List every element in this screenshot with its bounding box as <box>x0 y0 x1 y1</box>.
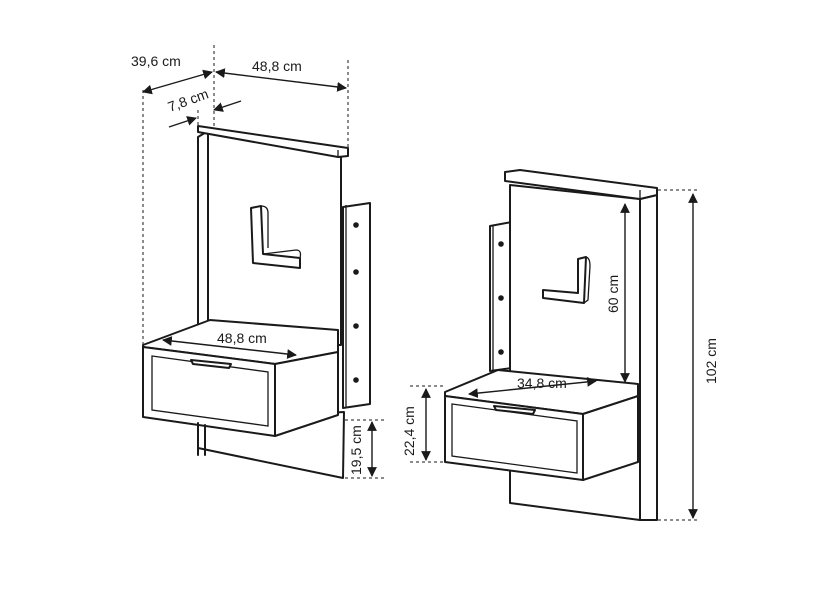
right-guides <box>410 189 700 521</box>
panel-depth-label: 7,8 cm <box>166 85 211 114</box>
panel-height-label: 60 cm <box>605 275 621 313</box>
left-dimension-lines <box>142 68 377 477</box>
left-upright-panel <box>197 125 349 346</box>
right-hook <box>542 256 591 304</box>
left-guides <box>142 45 385 479</box>
right-upright-panel <box>504 169 658 521</box>
width-top-label: 48,8 cm <box>252 58 302 74</box>
left-hook <box>250 205 302 269</box>
right-view: 34,8 cm 60 cm 102 cm 22,4 cm <box>401 169 719 521</box>
right-dimension-lines <box>421 193 698 519</box>
total-height-label: 102 cm <box>703 338 719 384</box>
depth-total-label: 39,6 cm <box>131 53 181 69</box>
shelf-depth-right-label: 34,8 cm <box>517 375 567 391</box>
left-mounting-rail <box>342 202 371 409</box>
below-drawer-label: 19,5 cm <box>348 425 364 475</box>
right-mounting-rail <box>489 221 513 372</box>
left-leg <box>197 422 206 456</box>
shelf-width-left-label: 48,8 cm <box>217 330 267 346</box>
left-view: 39,6 cm 48,8 cm 7,8 cm 48,8 cm 19,5 cm <box>131 45 385 479</box>
drawer-height-label: 22,4 cm <box>401 406 417 456</box>
